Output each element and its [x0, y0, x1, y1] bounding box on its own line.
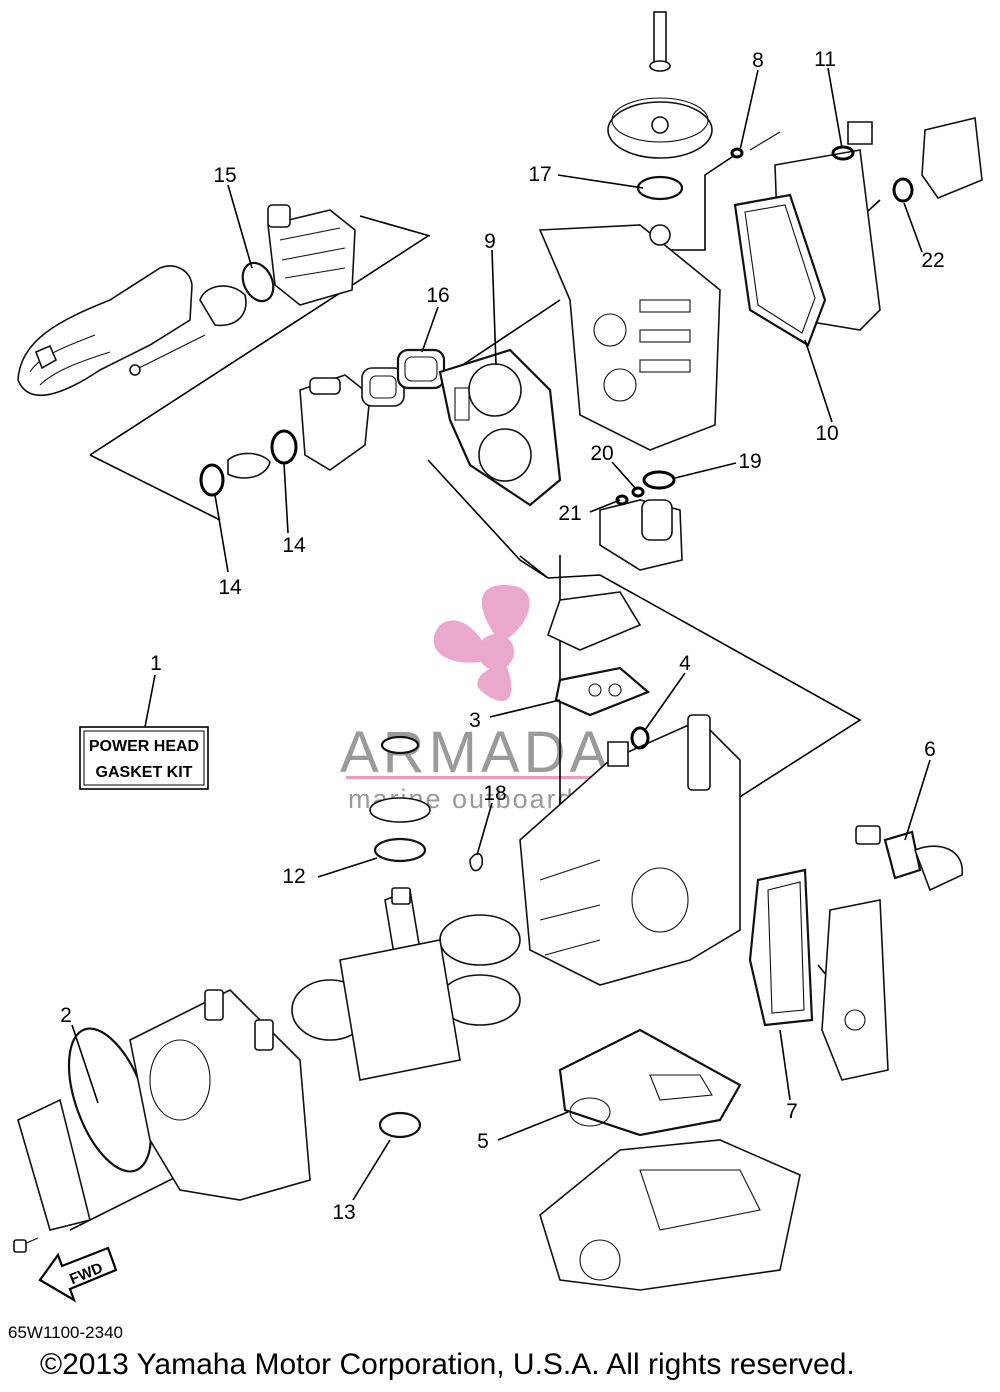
callout-4: 4 — [679, 652, 691, 675]
intake-silencer — [17, 265, 206, 397]
callout-14a: 14 — [282, 534, 306, 557]
callout-16: 16 — [426, 284, 449, 307]
callout-19: 19 — [738, 450, 761, 473]
callout-5: 5 — [477, 1130, 489, 1153]
callout-13: 13 — [332, 1201, 355, 1224]
callout-6: 6 — [924, 738, 936, 761]
head-gasket-9 — [438, 348, 562, 507]
plug-fitting — [607, 741, 629, 767]
bearing-top — [369, 797, 431, 823]
callout-8: 8 — [752, 49, 764, 72]
watermark-brand: ARMADA — [340, 720, 612, 785]
o-ring-14b — [199, 463, 225, 497]
gasket-16 — [396, 348, 446, 390]
thermostat-cover — [921, 117, 983, 199]
o-ring-4 — [630, 726, 650, 750]
o-ring-11 — [831, 145, 855, 161]
callout-11: 11 — [814, 48, 836, 71]
copyright-notice: ©2013 Yamaha Motor Corporation, U.S.A. A… — [40, 1348, 855, 1381]
callout-17: 17 — [528, 163, 551, 186]
seal-top — [380, 735, 420, 755]
callout-21: 21 — [558, 502, 581, 525]
o-ring-22 — [892, 177, 914, 203]
exhaust-outer-cover — [821, 899, 889, 1081]
callout-10: 10 — [815, 422, 838, 445]
kit-label-line2: GASKET KIT — [96, 764, 193, 781]
oil-seal-13 — [378, 1111, 422, 1139]
callout-18: 18 — [483, 782, 506, 805]
flywheel — [607, 11, 713, 159]
exhaust-cover — [13, 989, 311, 1253]
oil-seal-17 — [636, 175, 684, 201]
kit-label: POWER HEAD GASKET KIT — [79, 726, 209, 790]
kit-label-line1: POWER HEAD — [89, 738, 199, 755]
callout-1: 1 — [150, 652, 162, 675]
propeller-icon — [433, 584, 530, 702]
gasket-7 — [748, 868, 814, 1027]
callout-2: 2 — [60, 1004, 72, 1027]
cylinder-head — [538, 224, 721, 451]
lower-casing — [539, 1139, 801, 1291]
callout-14b: 14 — [218, 576, 242, 599]
key-18 — [469, 852, 484, 872]
oil-seal-12 — [373, 837, 427, 863]
plug — [847, 121, 873, 145]
head-cover — [733, 149, 881, 347]
o-ring-14a — [270, 429, 298, 465]
callout-3: 3 — [469, 709, 481, 732]
gasket-6 — [855, 825, 963, 892]
callout-15: 15 — [213, 164, 236, 187]
carburetor — [199, 204, 356, 327]
cylinder-block — [519, 714, 741, 986]
callout-9: 9 — [484, 230, 496, 253]
base-gasket-5 — [558, 1028, 742, 1137]
intake-plate-and-gasket-3 — [547, 582, 651, 717]
callout-leaders — [71, 67, 931, 1201]
callout-7: 7 — [786, 1100, 798, 1123]
thermostat-housing — [599, 470, 683, 571]
washer-8 — [730, 147, 744, 159]
callout-22: 22 — [921, 249, 944, 272]
callout-20: 20 — [590, 442, 613, 465]
crankshaft — [291, 735, 521, 1139]
callout-12: 12 — [282, 865, 305, 888]
callout-numbers: 1 2 3 4 5 6 7 8 9 10 11 12 13 14 14 15 1… — [60, 48, 945, 1224]
fwd-arrow: FWD — [38, 1246, 118, 1303]
diagram-part-number: 65W1100-2340 — [8, 1323, 123, 1342]
intake-manifold — [227, 367, 405, 479]
watermark-underline — [346, 776, 646, 779]
